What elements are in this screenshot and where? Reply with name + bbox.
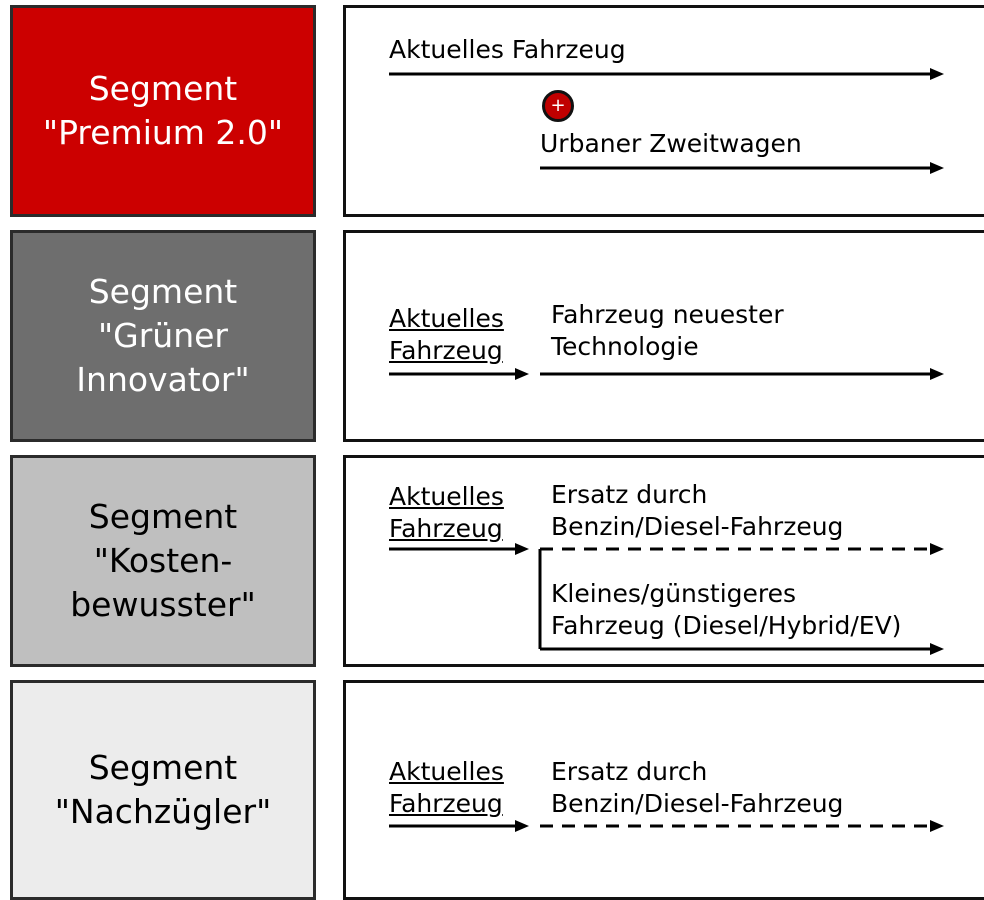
segment-laggard-label: Segment "Nachzügler"	[54, 748, 272, 831]
label-current-vehicle: Aktuelles Fahrzeug	[389, 304, 504, 365]
arrowhead	[515, 820, 529, 832]
label-newest-technology-vehicle: Fahrzeug neuester Technologie	[551, 300, 784, 361]
segment-green-innovator-label: Segment "Grüner Innovator"	[76, 272, 250, 399]
arrowhead	[930, 162, 944, 174]
label-current-vehicle: Aktuelles Fahrzeug	[389, 757, 504, 818]
segment-laggard-box: Segment "Nachzügler"	[10, 680, 316, 900]
segment-green-innovator-box: Segment "Grüner Innovator"	[10, 230, 316, 442]
arrowhead	[930, 820, 944, 832]
panel-green-innovator	[343, 230, 984, 442]
label-smaller-cheaper-vehicle: Kleines/günstigeres Fahrzeug (Diesel/Hyb…	[551, 579, 902, 640]
arrowhead	[930, 68, 944, 80]
panel-cost-conscious	[343, 455, 984, 667]
label-replacement-petrol-diesel: Ersatz durch Benzin/Diesel-Fahrzeug	[551, 480, 844, 541]
label-urban-second-car: Urbaner Zweitwagen	[540, 129, 802, 158]
panel-laggard	[343, 680, 984, 900]
segment-cost-conscious-box: Segment "Kosten- bewusster"	[10, 455, 316, 667]
plus-icon: +	[542, 90, 574, 122]
arrowhead	[515, 368, 529, 380]
segment-premium-box: Segment "Premium 2.0"	[10, 5, 316, 217]
arrowhead	[515, 543, 529, 555]
label-current-vehicle: Aktuelles Fahrzeug	[389, 35, 626, 64]
label-replacement-petrol-diesel: Ersatz durch Benzin/Diesel-Fahrzeug	[551, 757, 844, 818]
label-current-vehicle: Aktuelles Fahrzeug	[389, 482, 504, 543]
panel-premium	[343, 5, 984, 217]
arrowhead	[930, 643, 944, 655]
segment-cost-conscious-label: Segment "Kosten- bewusster"	[70, 497, 256, 624]
segment-premium-label: Segment "Premium 2.0"	[42, 69, 284, 152]
arrowhead	[930, 543, 944, 555]
arrowhead	[930, 368, 944, 380]
